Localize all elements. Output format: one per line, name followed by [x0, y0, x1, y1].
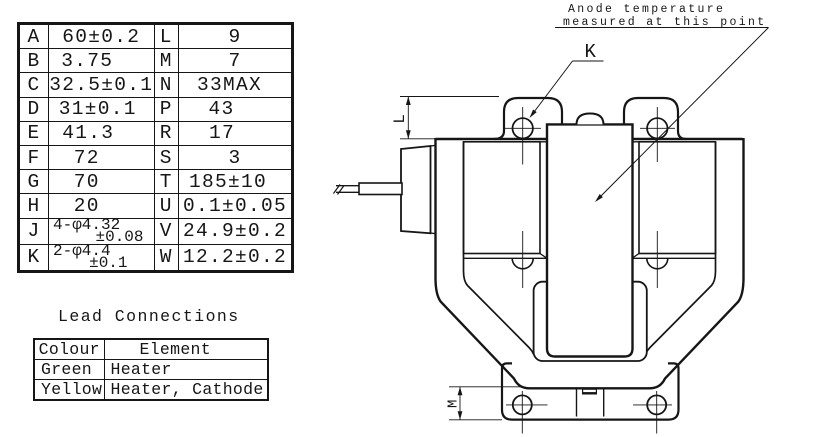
svg-text:K: K — [585, 41, 597, 63]
svg-text:L: L — [391, 114, 409, 124]
svg-text:measured at this point: measured at this point — [563, 16, 767, 29]
svg-text:Anode temperature: Anode temperature — [568, 3, 725, 16]
svg-text:M: M — [445, 400, 461, 408]
